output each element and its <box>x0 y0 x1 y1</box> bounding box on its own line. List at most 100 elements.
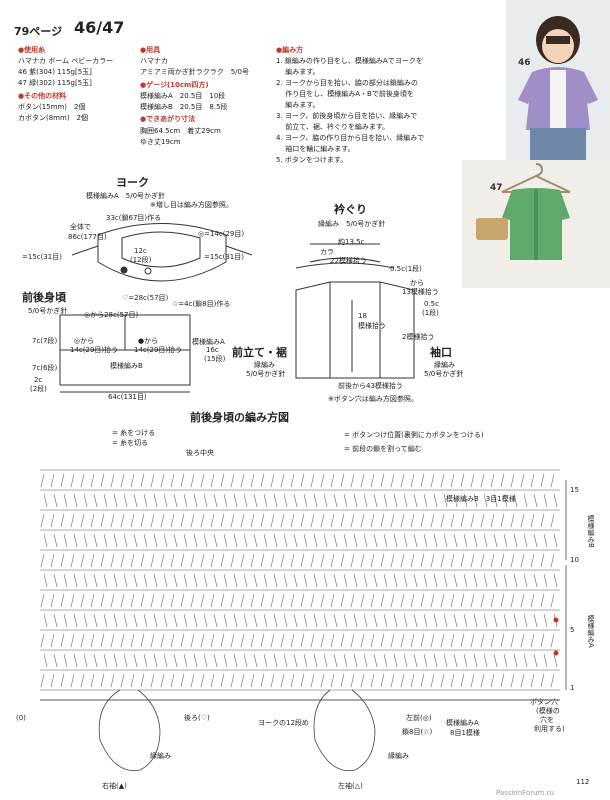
marker-left: (0) <box>16 714 26 722</box>
yoke-right: =15c(31目) <box>204 253 244 261</box>
stitch-mark <box>510 553 515 568</box>
pattern-b-repeat: 模様編みB 3目1模様 <box>446 495 516 503</box>
body-sub: 5/0号かぎ針 <box>28 307 68 315</box>
stitch-mark <box>463 573 468 588</box>
stitch-mark <box>220 593 225 608</box>
stitch-mark <box>320 513 325 528</box>
stitch-mark <box>500 633 505 648</box>
stitch-mark <box>363 613 368 628</box>
stitch-mark <box>360 633 365 648</box>
stitch-mark <box>403 613 408 628</box>
stitch-mark <box>413 493 418 508</box>
stitch-mark <box>503 653 508 668</box>
stitch-mark <box>543 493 548 508</box>
stitch-mark <box>100 593 105 608</box>
chart-title: 前後身頃の編み方図 <box>190 411 289 424</box>
stitch-mark <box>60 553 65 568</box>
stitch-mark <box>433 533 438 548</box>
stitch-mark <box>200 513 205 528</box>
stitch-mark <box>230 633 235 648</box>
stitch-mark <box>360 553 365 568</box>
stitch-mark <box>533 653 538 668</box>
stitch-mark <box>80 633 85 648</box>
stitch-mark <box>50 513 55 528</box>
stitch-mark <box>340 673 345 688</box>
stitch-mark <box>240 593 245 608</box>
stitch-mark <box>440 593 445 608</box>
stitch-mark <box>230 553 235 568</box>
stitch-mark <box>513 573 518 588</box>
stitch-mark <box>163 573 168 588</box>
stitch-mark <box>510 593 515 608</box>
stitch-mark <box>320 633 325 648</box>
stitch-mark <box>120 673 125 688</box>
stitch-mark <box>200 633 205 648</box>
stitch-mark <box>43 533 48 548</box>
body-from28: ◎から28c(57目) <box>84 311 139 319</box>
stitch-mark <box>393 533 398 548</box>
stitch-mark <box>463 613 468 628</box>
stitch-mark <box>410 473 415 488</box>
stitch-mark <box>153 493 158 508</box>
stitch-mark <box>443 613 448 628</box>
stitch-mark <box>200 673 205 688</box>
stitch-mark <box>350 633 355 648</box>
stitch-mark <box>123 573 128 588</box>
stitch-mark <box>240 633 245 648</box>
stitch-mark <box>323 573 328 588</box>
stitch-mark <box>493 533 498 548</box>
page-reference: 79ページ <box>14 25 63 38</box>
stitch-mark <box>340 553 345 568</box>
sleeve-1row: (1段) <box>422 309 439 317</box>
stitch-mark <box>253 573 258 588</box>
stitch-mark <box>83 613 88 628</box>
stitch-mark <box>550 513 555 528</box>
stitch-mark <box>260 513 265 528</box>
stitch-mark <box>183 533 188 548</box>
stitch-mark <box>400 553 405 568</box>
stitch-mark <box>543 653 548 668</box>
stitch-mark <box>203 493 208 508</box>
stitch-mark <box>520 673 525 688</box>
stitch-mark <box>313 653 318 668</box>
collar-c05: 0.5c(1段) <box>390 265 422 273</box>
stitch-mark <box>453 613 458 628</box>
stitch-mark <box>480 513 485 528</box>
stitch-mark <box>163 653 168 668</box>
stitch-mark <box>50 633 55 648</box>
stitch-mark <box>393 653 398 668</box>
stitch-mark <box>113 613 118 628</box>
stitch-mark <box>470 513 475 528</box>
center-back-label: 後ろ中央 <box>186 449 214 457</box>
body-pick-right2: 14c(29目)拾う <box>134 346 183 354</box>
stitch-mark <box>470 553 475 568</box>
stitch-mark <box>473 613 478 628</box>
sleeve-from: から <box>410 279 424 287</box>
tools-line2: アミアミ両かぎ針ラクラク 5/0号 <box>140 68 249 76</box>
stitch-mark <box>310 673 315 688</box>
stitch-mark <box>213 613 218 628</box>
stitch-mark <box>140 473 145 488</box>
front-band-title: 前立て・裾 <box>232 346 287 359</box>
stitch-mark <box>260 593 265 608</box>
stitch-mark <box>223 573 228 588</box>
stitch-mark <box>150 553 155 568</box>
stitch-mark <box>90 673 95 688</box>
stitch-mark <box>310 473 315 488</box>
stitch-mark <box>330 473 335 488</box>
stitch-mark <box>130 473 135 488</box>
stitch-mark <box>490 513 495 528</box>
stitch-mark <box>43 653 48 668</box>
stitch-mark <box>70 673 75 688</box>
stitch-mark <box>103 653 108 668</box>
stitch-mark <box>540 593 545 608</box>
stitch-mark <box>433 573 438 588</box>
pattern-a-repeat: 模様編みA <box>446 719 479 727</box>
stitch-mark <box>103 573 108 588</box>
gauge-b: 模様編みB 20.5目 8.5段 <box>140 103 228 111</box>
stitch-mark <box>420 673 425 688</box>
stitch-mark <box>480 633 485 648</box>
stitch-mark <box>113 493 118 508</box>
stitch-mark <box>510 473 515 488</box>
stitch-mark <box>393 613 398 628</box>
